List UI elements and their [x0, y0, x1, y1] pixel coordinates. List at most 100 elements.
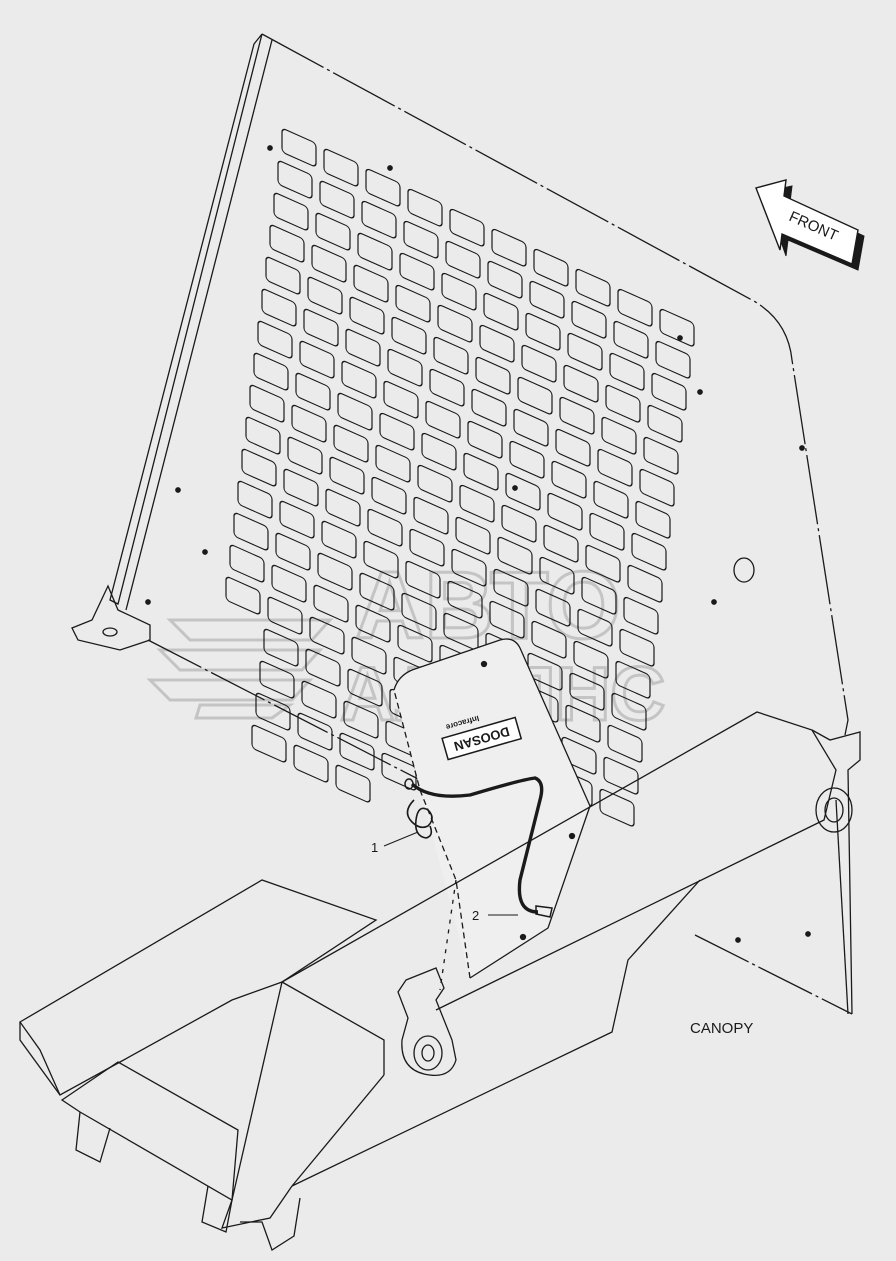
callout-1-label: 1	[371, 840, 378, 855]
mesh-cell	[339, 732, 375, 771]
mesh-cell	[501, 504, 537, 543]
screen-left-edge	[125, 39, 273, 611]
screen-mount-bracket	[71, 584, 151, 651]
mesh-cell	[607, 724, 643, 763]
screen-grommet	[733, 557, 755, 583]
mesh-cell	[349, 296, 385, 335]
mesh-cell	[573, 640, 609, 679]
mesh-cell	[353, 264, 389, 303]
mesh-cell	[417, 464, 453, 503]
screen-bolt-holes	[145, 145, 805, 605]
left-pivot-hole-inner	[421, 1044, 435, 1062]
mesh-cell	[615, 660, 651, 699]
lower-step	[60, 1061, 239, 1202]
mesh-cell	[577, 608, 613, 647]
mesh-cell	[605, 384, 641, 423]
callout-leaders	[383, 831, 518, 916]
mesh-cell	[225, 576, 261, 615]
mesh-cell	[299, 340, 335, 379]
leader-1	[383, 831, 419, 847]
mesh-cell	[317, 552, 353, 591]
mesh-cell	[527, 652, 563, 691]
mesh-cell	[491, 228, 527, 267]
mesh-cell	[365, 168, 401, 207]
mesh-cell	[233, 512, 269, 551]
mesh-cell	[293, 744, 329, 783]
mesh-cell	[379, 412, 415, 451]
mesh-cell	[475, 356, 511, 395]
left-pivot-bracket	[397, 967, 457, 1077]
mesh-cell	[445, 240, 481, 279]
cable-end-bottom	[535, 905, 553, 918]
mesh-cell	[569, 672, 605, 711]
mesh-cell	[381, 752, 417, 791]
mesh-cell	[375, 444, 411, 483]
mesh-cell	[425, 400, 461, 439]
mesh-cell	[463, 452, 499, 491]
mesh-cell	[367, 508, 403, 547]
mesh-cell	[335, 764, 371, 803]
frame-base-rail	[240, 1197, 301, 1251]
mesh-cell	[647, 404, 683, 443]
mesh-cell	[305, 648, 341, 687]
mesh-cell	[581, 576, 617, 615]
mesh-cell	[563, 364, 599, 403]
mesh-cell	[355, 604, 391, 643]
mesh-cell	[301, 680, 337, 719]
mesh-cell	[433, 336, 469, 375]
mesh-cell	[539, 556, 575, 595]
mesh-cell	[483, 292, 519, 331]
frame-lower-channel	[220, 981, 293, 1229]
mesh-cell	[251, 724, 287, 763]
mesh-cell	[255, 692, 291, 731]
left-pivot-hole	[413, 1035, 443, 1071]
decal-hole-top	[480, 660, 488, 668]
mesh-cell	[429, 368, 465, 407]
mesh-cell	[409, 528, 445, 567]
mesh-cell	[547, 492, 583, 531]
mesh-cell	[529, 280, 565, 319]
mesh-cell	[531, 620, 567, 659]
mesh-cell	[257, 320, 293, 359]
mesh-cell	[325, 488, 361, 527]
mesh-cell	[441, 272, 477, 311]
front-arrow-body	[755, 179, 859, 265]
mesh-cell	[249, 384, 285, 423]
mesh-cell	[487, 260, 523, 299]
mesh-cell	[407, 188, 443, 227]
mesh-cell	[401, 592, 437, 631]
plate-bolt-1	[735, 937, 741, 943]
plate-bolt-2	[805, 931, 811, 937]
s-hook	[406, 799, 433, 839]
mesh-cell	[559, 396, 595, 435]
mesh-cell	[609, 352, 645, 391]
mesh-cell	[319, 180, 355, 219]
screen-outline	[261, 33, 849, 736]
mesh-cell	[635, 500, 671, 539]
mesh-cell	[619, 628, 655, 667]
canopy-frame	[19, 711, 861, 1251]
mesh-cell	[623, 596, 659, 635]
mesh-cell	[359, 572, 395, 611]
mesh-cell	[603, 756, 639, 795]
mesh-cell	[585, 544, 621, 583]
mesh-cell	[271, 564, 307, 603]
mesh-cell	[597, 448, 633, 487]
mesh-cell	[655, 340, 691, 379]
mesh-cell	[287, 436, 323, 475]
mesh-cell	[631, 532, 667, 571]
mesh-cell	[479, 324, 515, 363]
mesh-cell	[467, 420, 503, 459]
mesh-cell	[455, 516, 491, 555]
mesh-cell	[245, 416, 281, 455]
mesh-cell	[571, 300, 607, 339]
mesh-cell	[535, 588, 571, 627]
mesh-cell	[613, 320, 649, 359]
mesh-cell	[383, 380, 419, 419]
callout-2-label: 2	[472, 908, 479, 923]
mesh-cell	[589, 512, 625, 551]
mesh-cell	[329, 456, 365, 495]
decal-plate: DOOSAN Infracore	[393, 638, 591, 979]
mesh-cell	[551, 460, 587, 499]
